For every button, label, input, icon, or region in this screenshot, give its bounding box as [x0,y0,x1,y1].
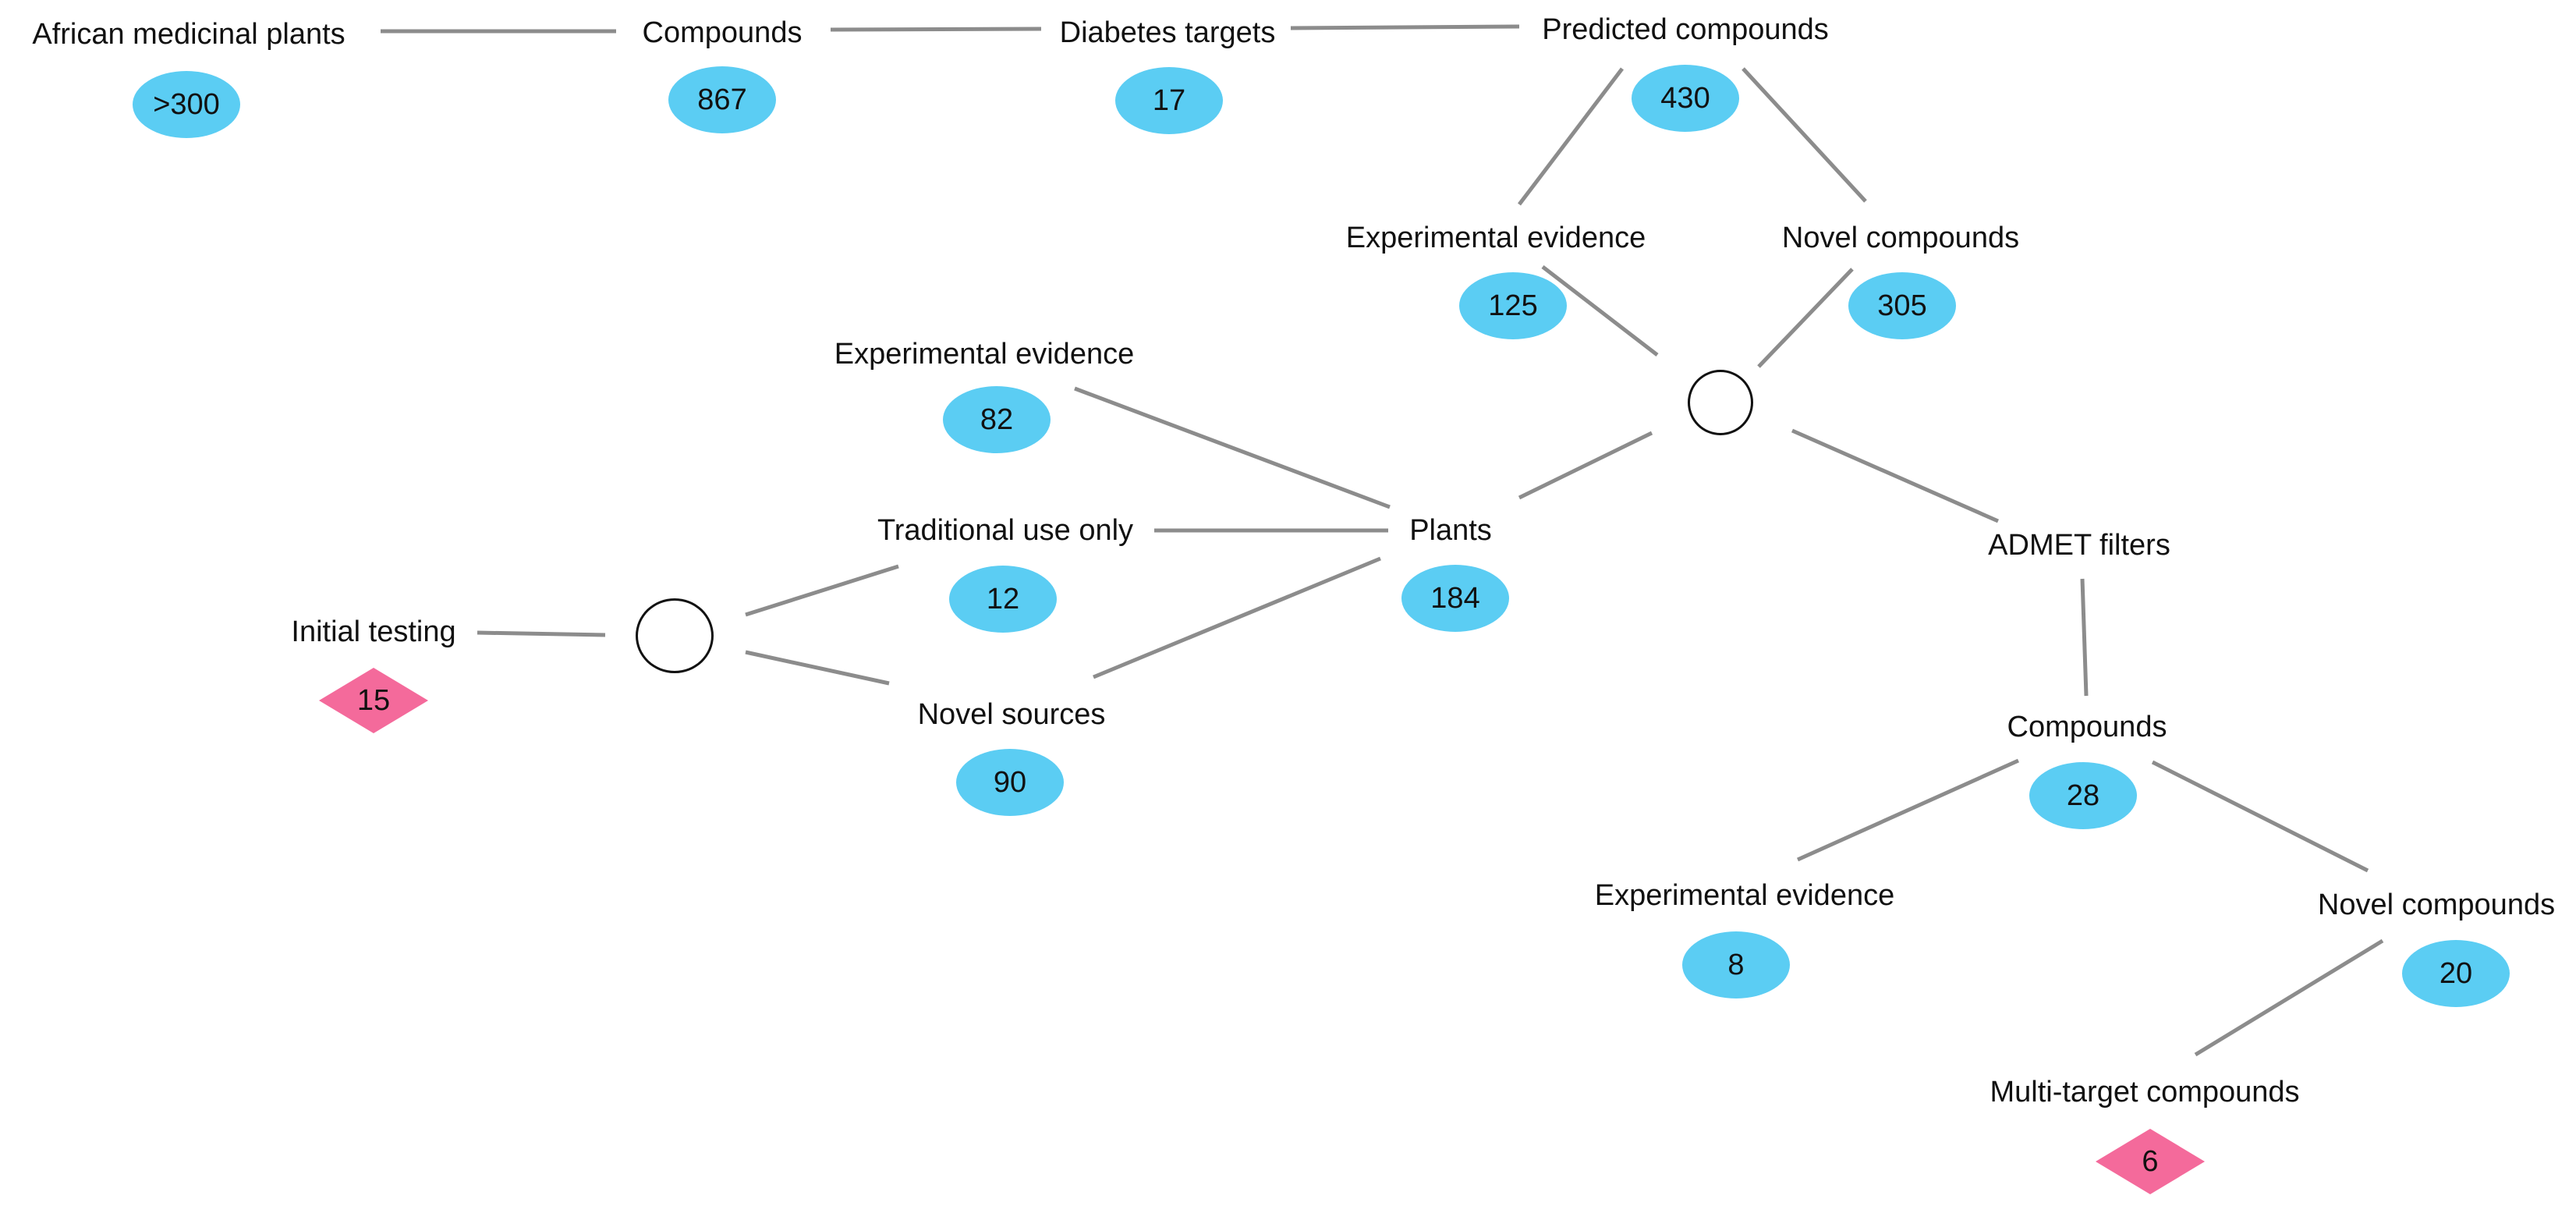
connector-compounds-to-experimental [1796,758,2020,862]
count-badge-african-medicinal-plants: >300 [133,71,240,138]
node-label-predicted-novel-compounds: Novel compounds [1781,222,2020,254]
node-label-admet-novel-compounds: Novel compounds [2317,889,2556,921]
count-badge-predicted-novel-compounds: 305 [1848,272,1956,339]
junction-circle-upper [1688,370,1753,435]
connector-compounds-to-targets [830,27,1042,32]
count-badge-admet-compounds: 28 [2029,762,2137,829]
count-badge-plants: 184 [1401,565,1509,632]
connector-left-junction-to-novel-sources [745,650,890,686]
node-label-diabetes-targets: Diabetes targets [1059,16,1276,49]
connector-admet-to-compounds [2080,578,2089,697]
count-badge-compounds: 867 [668,66,776,133]
node-label-plants: Plants [1409,514,1492,547]
node-label-multi-target-compounds: Multi-target compounds [1990,1076,2300,1108]
count-badge-traditional-use-only: 12 [949,566,1057,633]
node-label-admet-experimental-evidence: Experimental evidence [1594,879,1895,912]
node-label-admet-filters: ADMET filters [1988,529,2170,562]
node-label-african-medicinal-plants: African medicinal plants [32,18,345,51]
count-badge-admet-novel-compounds: 20 [2402,940,2510,1007]
connector-traditional-to-left-junction [745,564,899,617]
count-badge-predicted-experimental-evidence: 125 [1459,272,1567,339]
connector-junction-to-admet [1791,428,2000,523]
connector-experimental-to-junction [1541,265,1659,356]
node-label-predicted-compounds: Predicted compounds [1542,13,1829,46]
count-badge-novel-sources: 90 [956,749,1064,816]
node-label-compounds: Compounds [642,16,803,49]
count-badge-plants-experimental-evidence: 82 [943,386,1051,453]
node-label-admet-compounds: Compounds [2007,711,2167,743]
connector-compounds-to-novel [2151,760,2369,873]
connector-novel-to-multi-target [2194,938,2384,1057]
connector-novel-sources-to-plants [1093,556,1381,679]
count-badge-admet-experimental-evidence: 8 [1682,931,1790,998]
node-label-initial-testing: Initial testing [291,615,456,648]
connector-junction-to-plants [1518,431,1653,500]
connector-predicted-to-experimental [1518,67,1624,206]
node-label-novel-sources: Novel sources [917,698,1106,731]
node-label-predicted-experimental-evidence: Experimental evidence [1345,222,1646,254]
connector-predicted-to-novel [1742,67,1867,203]
count-badge-diabetes-targets: 17 [1115,67,1223,134]
node-label-traditional-use-only: Traditional use only [877,514,1134,547]
junction-circle-left [636,598,714,673]
connector-novel-to-junction [1757,268,1854,368]
connector-targets-to-predicted [1290,24,1520,30]
connector-plants-experimental-to-plants [1074,386,1391,509]
connector-left-junction-to-initial-testing [477,630,606,637]
node-label-plants-experimental-evidence: Experimental evidence [834,338,1135,371]
count-badge-predicted-compounds: 430 [1632,65,1739,132]
